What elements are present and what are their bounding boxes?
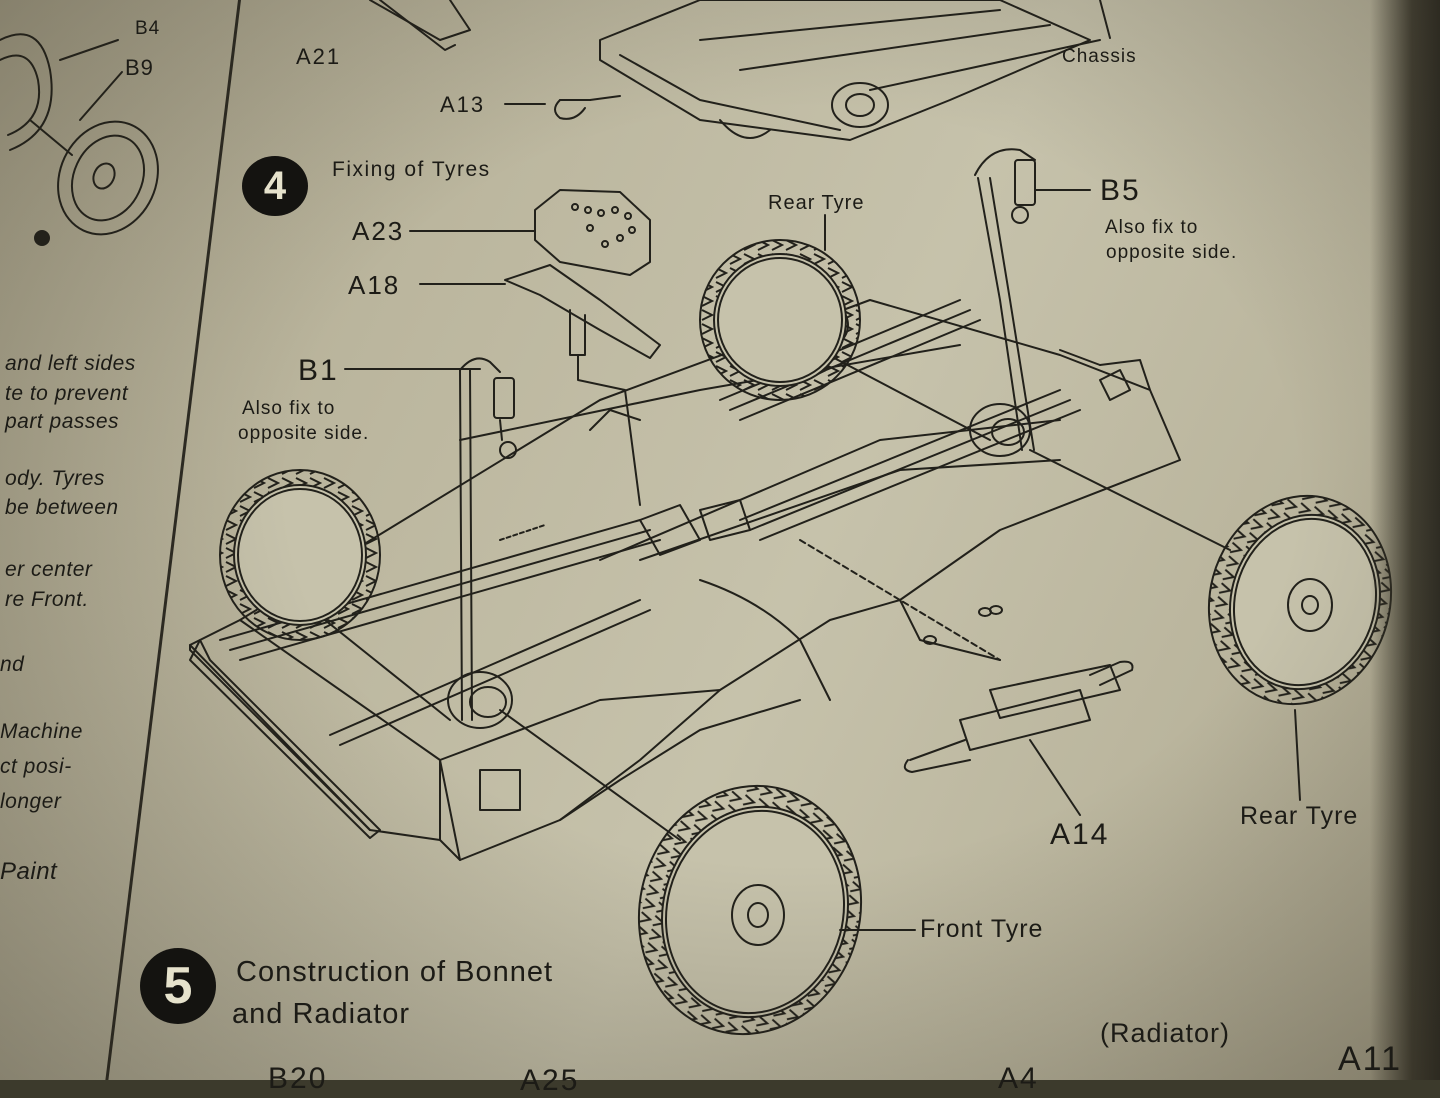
label-rear-tyre-right: Rear Tyre: [1240, 802, 1359, 830]
part-label-b5: B5: [1100, 174, 1141, 207]
left-fragment-1: and left sides: [5, 352, 136, 375]
left-fragment-7: re Front.: [5, 588, 89, 611]
step-5-title-line1: Construction of Bonnet: [236, 956, 554, 988]
part-label-a4: A4: [998, 1062, 1039, 1095]
part-a23: [409, 189, 651, 276]
left-fragment-11: longer: [0, 790, 62, 813]
left-fragment-4: ody. Tyres: [5, 467, 105, 490]
small-parts: [923, 605, 1003, 645]
part-label-a23: A23: [352, 216, 405, 246]
part-label-b20: B20: [268, 1062, 328, 1095]
front-tyre-bottom: [499, 709, 916, 1036]
b5-note-line2: opposite side.: [1106, 242, 1238, 263]
background-edge: [1370, 0, 1440, 1080]
part-label-a14: A14: [1050, 818, 1110, 851]
rear-tyre-top: [699, 214, 861, 401]
left-wheel-parts: [0, 33, 159, 246]
label-rear-tyre-top: Rear Tyre: [768, 192, 865, 214]
part-label-b4: B4: [135, 18, 161, 39]
left-fragment-12: Paint: [0, 858, 58, 885]
part-label-b9: B9: [125, 55, 154, 80]
part-a18: [419, 264, 661, 506]
left-fragment-2: te to prevent: [5, 382, 129, 405]
label-radiator: (Radiator): [1100, 1018, 1231, 1048]
left-fragment-9: Machine: [0, 720, 83, 743]
top-chassis-fragment: [369, 0, 1111, 141]
part-a14: [799, 539, 1134, 816]
left-fragment-6: er center: [5, 558, 93, 581]
part-label-a13: A13: [440, 92, 486, 117]
part-label-a21: A21: [296, 44, 342, 69]
step-5-title-line2: and Radiator: [232, 998, 411, 1030]
label-chassis: Chassis: [1062, 46, 1137, 67]
left-fragment-10: ct posi-: [0, 755, 72, 778]
left-fragment-8: nd: [0, 653, 25, 676]
label-front-tyre: Front Tyre: [920, 915, 1044, 943]
part-b5: [974, 148, 1091, 451]
part-label-a11: A11: [1338, 1040, 1402, 1078]
step-4-title: Fixing of Tyres: [332, 158, 491, 181]
left-fragment-5: be between: [5, 496, 119, 519]
b1-note-line2: opposite side.: [238, 423, 370, 444]
step-4-badge: 4: [242, 156, 308, 216]
step-5-badge: 5: [140, 948, 216, 1024]
part-b1: [344, 357, 517, 721]
part-label-a25: A25: [520, 1064, 580, 1097]
front-tyre-left: [219, 469, 381, 641]
part-label-b1: B1: [298, 354, 339, 387]
rear-tyre-right: [1029, 449, 1393, 801]
b5-note-line1: Also fix to: [1105, 217, 1199, 238]
b1-note-line1: Also fix to: [242, 398, 336, 419]
part-label-a18: A18: [348, 270, 401, 300]
left-fragment-3: part passes: [5, 410, 120, 433]
